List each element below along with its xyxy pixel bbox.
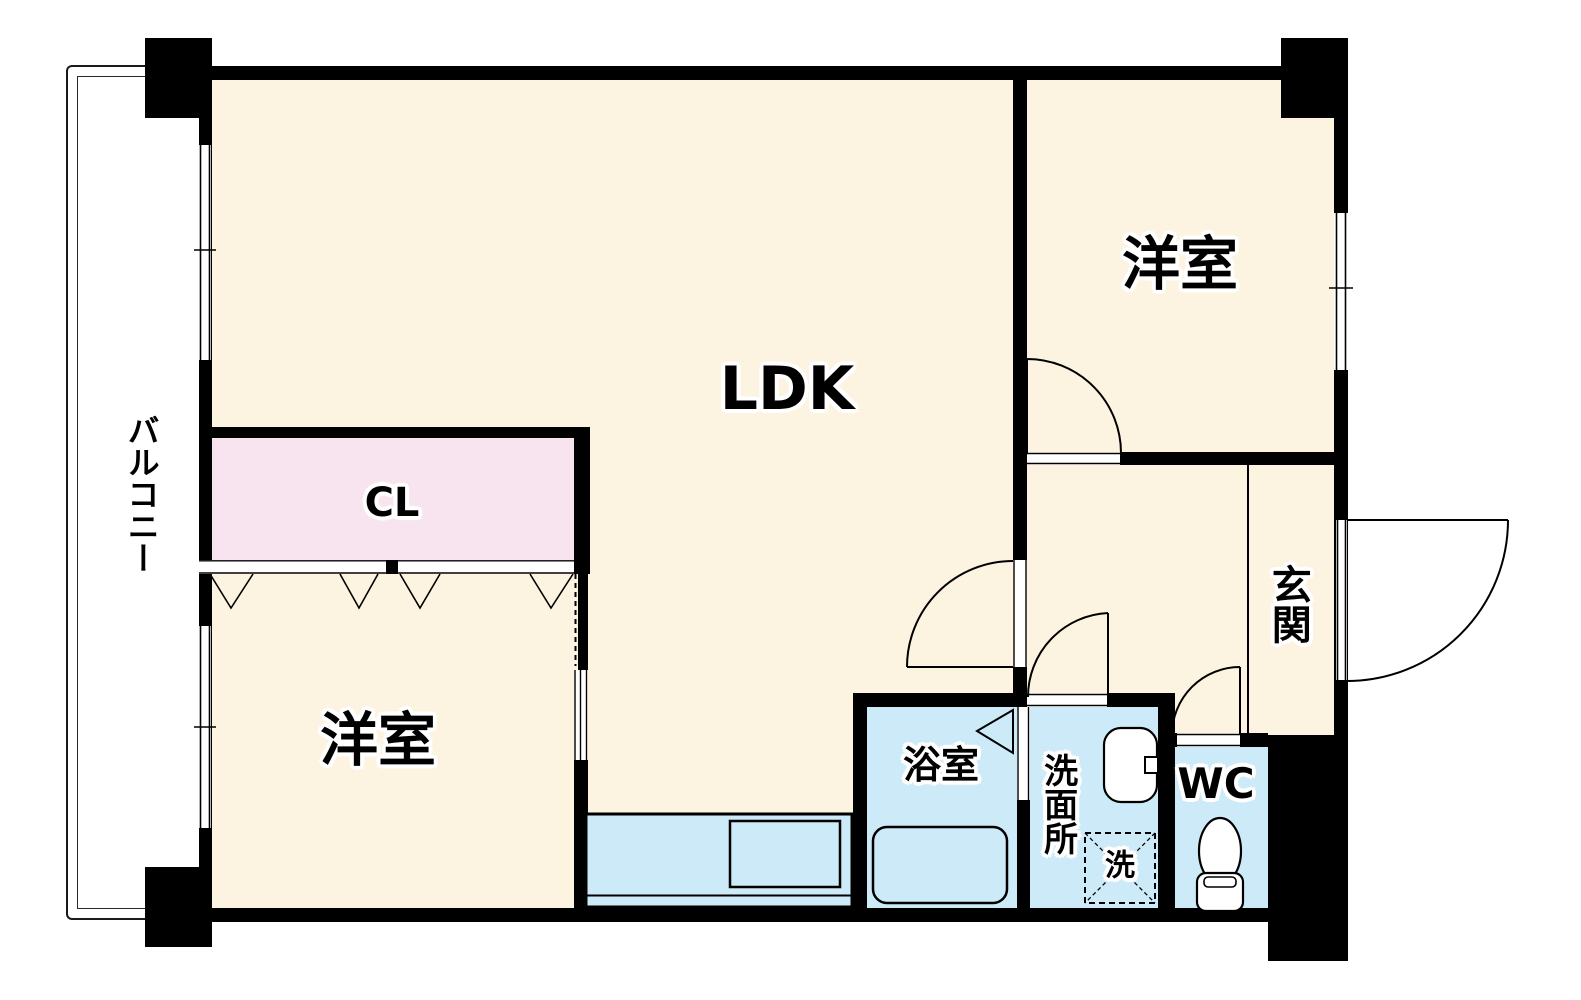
label-bathroom: 浴室 xyxy=(902,743,980,788)
label-closet: CL xyxy=(364,480,420,527)
wall-bedroom-ldk-b xyxy=(578,574,588,671)
wall-washroom-top xyxy=(853,693,1175,707)
closet-door-band xyxy=(199,560,574,574)
pillar-bottom-right xyxy=(1268,735,1348,961)
window-bedroom-east xyxy=(1334,213,1348,370)
room-closet-floor xyxy=(210,438,574,560)
label-balcony: バルコニー xyxy=(122,414,161,574)
label-laundry: 洗 xyxy=(1105,848,1135,884)
wall-top xyxy=(199,66,1348,80)
wall-closet-right xyxy=(574,427,590,560)
wall-bedroom-ldk-a xyxy=(574,560,590,574)
balcony-outline-inner xyxy=(77,76,145,909)
room-bathroom-floor xyxy=(867,707,1017,908)
window-bedroom-west xyxy=(199,626,211,828)
wall-bottom xyxy=(145,908,1348,922)
doorway-bedroom-top xyxy=(1027,452,1120,465)
pillar-top-right xyxy=(1281,38,1348,118)
wall-ldk-bedroom-top xyxy=(1013,80,1027,465)
label-bedroom-top: 洋室 xyxy=(1121,229,1239,298)
balcony-outline-outer xyxy=(66,65,145,920)
pillar-bottom-left xyxy=(145,867,212,947)
wall-bedroom-ldk-c xyxy=(574,760,588,922)
sliding-opening-bedroom xyxy=(574,670,588,760)
label-ldk: LDK xyxy=(719,353,855,424)
wall-closet-top xyxy=(199,427,590,438)
wall-bathroom-left xyxy=(853,693,867,922)
pillar-top-left xyxy=(145,38,212,118)
label-entrance: 玄関 xyxy=(1264,564,1311,644)
doorway-bathroom xyxy=(1017,707,1030,800)
doorway-ldk xyxy=(1013,560,1027,667)
label-bedroom-bottom: 洋室 xyxy=(319,705,437,774)
label-washroom: 洗面所 xyxy=(1037,753,1078,855)
wall-washroom-wc xyxy=(1158,695,1175,922)
label-wc: WC xyxy=(1177,759,1255,809)
doorway-wc xyxy=(1177,733,1240,747)
doorway-washroom xyxy=(1027,693,1107,707)
door-swing-entrance xyxy=(1346,519,1509,682)
window-ldk-west xyxy=(199,145,211,360)
entrance-door-gap xyxy=(1336,520,1347,680)
